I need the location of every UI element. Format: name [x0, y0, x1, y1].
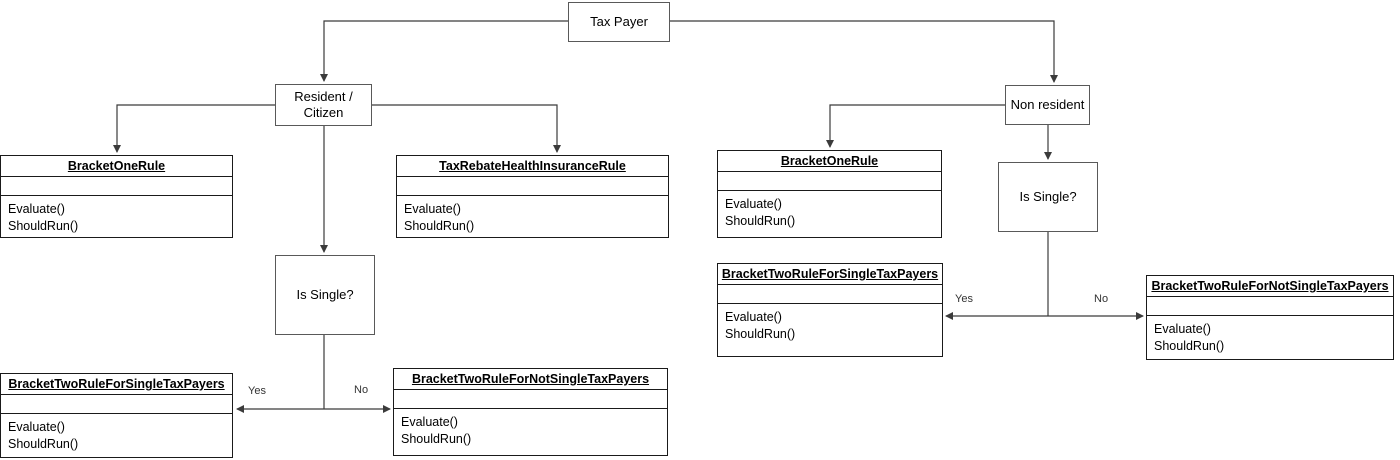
class-methods: Evaluate() ShouldRun() — [725, 197, 796, 228]
class-attributes-empty — [718, 285, 942, 304]
class-title: TaxRebateHealthInsuranceRule — [397, 156, 668, 177]
class-attributes-empty — [1, 177, 232, 196]
class-box-bracketonerule-right: BracketOneRule Evaluate() ShouldRun() — [717, 150, 942, 238]
edge-label-yes-right: Yes — [953, 293, 975, 306]
class-methods: Evaluate() ShouldRun() — [1154, 322, 1225, 353]
node-non-resident-label: Non resident — [1010, 97, 1085, 112]
class-title: BracketOneRule — [1, 156, 232, 177]
edge-resident-to-bracketone — [113, 104, 275, 153]
class-title: BracketTwoRuleForNotSingleTaxPayers — [394, 369, 667, 390]
edge-label-yes-left: Yes — [246, 385, 268, 398]
edge-label-no-right: No — [1092, 293, 1111, 306]
node-resident-citizen: Resident / Citizen — [275, 84, 372, 126]
class-methods: Evaluate() ShouldRun() — [8, 202, 79, 233]
class-title: BracketOneRule — [718, 151, 941, 172]
class-title: BracketTwoRuleForNotSingleTaxPayers — [1147, 276, 1393, 297]
node-non-resident: Non resident — [1005, 85, 1090, 125]
class-attributes-empty — [397, 177, 668, 196]
class-attributes-empty — [718, 172, 941, 191]
node-is-single-left: Is Single? — [275, 255, 375, 335]
class-box-brackettwo-notsingle-right: BracketTwoRuleForNotSingleTaxPayers Eval… — [1146, 275, 1394, 360]
class-box-brackettwo-single-right: BracketTwoRuleForSingleTaxPayers Evaluat… — [717, 263, 943, 357]
edge-label-no-left: No — [352, 384, 371, 397]
edge-resident-to-taxrebate — [372, 104, 561, 153]
edge-taxpayer-to-nonresident — [670, 20, 1058, 83]
class-box-brackettwo-single-left: BracketTwoRuleForSingleTaxPayers Evaluat… — [0, 373, 233, 458]
class-methods: Evaluate() ShouldRun() — [8, 420, 79, 451]
class-methods: Evaluate() ShouldRun() — [401, 415, 472, 446]
node-is-single-right: Is Single? — [998, 162, 1098, 232]
edge-taxpayer-to-resident — [320, 20, 568, 82]
node-is-single-left-label: Is Single? — [296, 287, 354, 302]
class-box-taxrebatehealthinsurancerule: TaxRebateHealthInsuranceRule Evaluate() … — [396, 155, 669, 238]
class-attributes-empty — [394, 390, 667, 409]
class-methods: Evaluate() ShouldRun() — [404, 202, 475, 233]
node-resident-citizen-label: Resident / Citizen — [294, 89, 353, 120]
edge-nonresident-to-bracketone — [826, 104, 1005, 148]
class-box-brackettwo-notsingle-left: BracketTwoRuleForNotSingleTaxPayers Eval… — [393, 368, 668, 456]
class-title: BracketTwoRuleForSingleTaxPayers — [718, 264, 942, 285]
node-tax-payer-label: Tax Payer — [590, 14, 648, 29]
class-title: BracketTwoRuleForSingleTaxPayers — [1, 374, 232, 395]
class-attributes-empty — [1, 395, 232, 414]
node-tax-payer: Tax Payer — [568, 2, 670, 42]
class-box-bracketonerule-left: BracketOneRule Evaluate() ShouldRun() — [0, 155, 233, 238]
class-methods: Evaluate() ShouldRun() — [725, 310, 796, 341]
class-attributes-empty — [1147, 297, 1393, 316]
node-is-single-right-label: Is Single? — [1019, 189, 1077, 204]
